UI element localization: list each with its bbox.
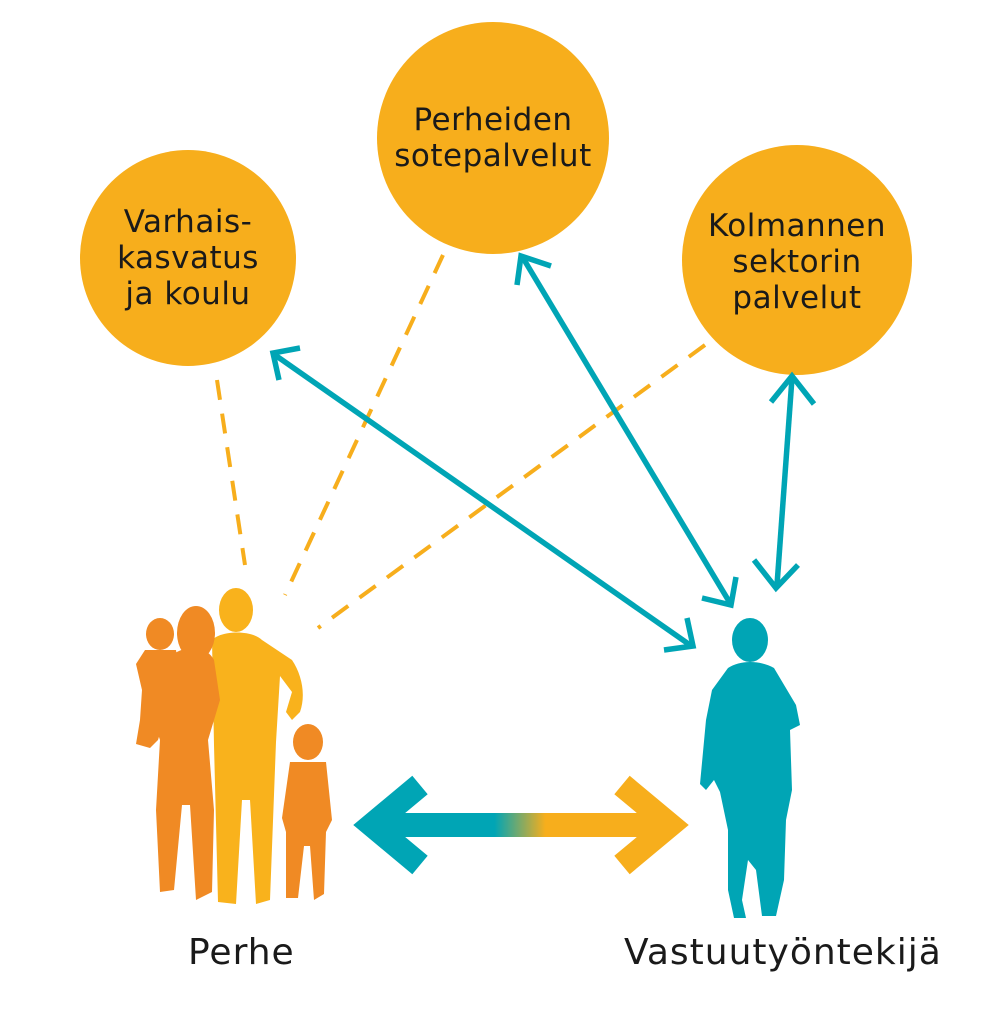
woman-figure [150, 606, 220, 900]
circle-early-education [80, 150, 296, 366]
arrowhead-social [514, 252, 552, 286]
dashed-link-social [283, 254, 445, 596]
social-line-2: sotepalvelut [394, 138, 592, 174]
circle-family-social-services [377, 22, 609, 254]
link-worker-third [751, 371, 817, 593]
circle-third-sector [682, 145, 912, 375]
third-line-3: palvelut [732, 280, 862, 316]
arrowhead-worker-b [701, 576, 739, 609]
arrowhead-early [269, 345, 301, 381]
worker-links [269, 252, 817, 653]
big-arrowhead-right [614, 775, 689, 875]
man-figure [212, 588, 303, 904]
toddler-figure [136, 618, 182, 748]
social-line-1: Perheiden [413, 102, 573, 138]
family-worker-arrow [353, 775, 689, 875]
child-figure [282, 724, 332, 900]
arrowhead-third [768, 371, 817, 406]
arrowhead-worker-c [751, 558, 800, 593]
link-worker-social [514, 252, 739, 609]
family-silhouette [136, 588, 332, 904]
big-arrowhead-left [353, 775, 428, 875]
label-early-education: Varhais- kasvatus ja koulu [88, 158, 288, 358]
early-line-3: ja koulu [125, 276, 251, 312]
dashed-link-third [316, 343, 707, 630]
caption-worker: Vastuutyöntekijä [624, 932, 942, 973]
third-line-1: Kolmannen [707, 208, 887, 244]
caption-family: Perhe [188, 932, 295, 973]
third-line-2: sektorin [732, 244, 862, 280]
dashed-links [215, 254, 707, 630]
label-third-sector: Kolmannen sektorin palvelut [697, 162, 897, 362]
early-line-1: Varhais- [123, 204, 253, 240]
link-worker-early [269, 345, 697, 653]
service-circles [80, 22, 912, 375]
dashed-link-early [215, 379, 247, 566]
worker-silhouette [700, 618, 800, 918]
arrowhead-worker-a [663, 617, 697, 653]
early-line-2: kasvatus [117, 240, 259, 276]
label-family-social-services: Perheiden sotepalvelut [393, 38, 593, 238]
